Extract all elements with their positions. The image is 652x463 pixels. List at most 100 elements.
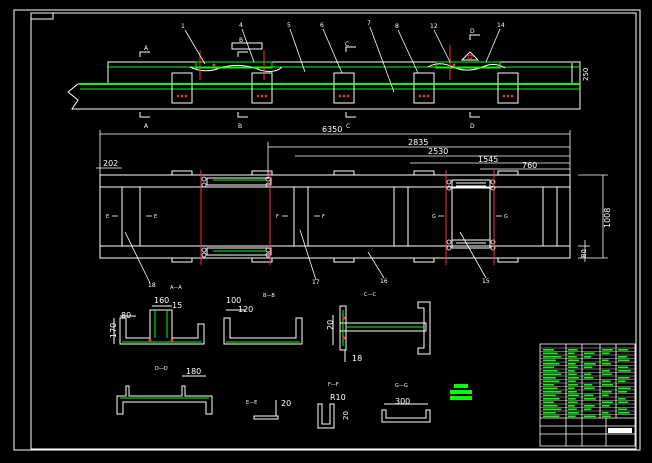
section-detail-e-e (253, 400, 279, 420)
title-entry (618, 401, 629, 404)
section-f-right: F (322, 214, 325, 220)
leader-label-16: 16 (380, 278, 388, 285)
title-entry (543, 352, 558, 355)
title-block-rows (540, 347, 635, 415)
title-entry (584, 387, 595, 390)
title-entry (568, 377, 579, 379)
section-f-left: F (276, 214, 279, 220)
leader-label-17: 17 (312, 279, 320, 286)
leader-label-6: 6 (320, 22, 324, 29)
dim-1008: 1008 (603, 208, 612, 228)
leader-label-18: 18 (148, 282, 156, 289)
label-section-e-e: E—E (246, 400, 257, 406)
title-entry (602, 384, 613, 386)
title-entry (543, 408, 562, 411)
title-block-entries (543, 349, 631, 418)
dim-gg-300: 300 (395, 397, 410, 406)
title-entry (602, 391, 612, 393)
title-entry (568, 380, 576, 383)
title-entry (568, 415, 576, 418)
title-entry (602, 359, 609, 362)
sheet-corner-tab (30, 12, 54, 20)
dim-ff-r10: R10 (330, 393, 346, 402)
title-entry (568, 405, 575, 407)
label-section-b-b: B—B (263, 293, 275, 299)
title-entry (568, 398, 576, 400)
title-entry (543, 366, 554, 369)
title-entry (602, 412, 609, 414)
section-detail-d-d (116, 375, 213, 415)
title-entry (584, 377, 594, 379)
title-entry (618, 370, 631, 372)
section-detail-f-f (317, 403, 335, 429)
dim-aa-170: 170 (109, 323, 118, 338)
dim-1545: 1545 (478, 155, 498, 164)
title-entry (543, 401, 554, 404)
title-entry (568, 366, 578, 369)
title-entry (568, 356, 577, 358)
section-a-top: A (144, 45, 149, 52)
dim-ee-20: 20 (281, 399, 291, 408)
title-entry (568, 384, 578, 386)
title-entry (618, 387, 631, 390)
weld-symbol (450, 384, 472, 400)
title-entry (584, 394, 594, 397)
title-entry (543, 356, 562, 358)
title-entry (602, 349, 613, 351)
leader-label-12: 12 (430, 23, 438, 30)
title-entry (602, 363, 611, 365)
title-entry (568, 352, 575, 355)
section-d-bottom: D (470, 123, 475, 130)
title-entry (584, 366, 593, 369)
plan-view (99, 170, 571, 263)
title-entry (568, 412, 579, 414)
leader-lines-plan (124, 229, 487, 284)
title-entry (584, 384, 593, 386)
section-detail-b-b (223, 309, 303, 345)
dim-cc-18: 18 (352, 354, 362, 363)
title-entry (543, 391, 562, 393)
leader-label-5: 5 (287, 22, 291, 29)
dim-2835: 2835 (408, 138, 428, 147)
label-section-c-c: C—C (364, 292, 376, 298)
dim-760: 760 (522, 161, 537, 170)
dim-cc-20: 20 (326, 320, 335, 330)
title-entry (602, 394, 609, 397)
title-entry (584, 408, 592, 411)
title-entry (543, 415, 560, 418)
section-b-bottom: B (238, 123, 242, 130)
title-entry (602, 352, 610, 355)
label-section-f-f: F—F (328, 382, 339, 388)
title-entry (568, 387, 575, 390)
title-entry (584, 363, 596, 365)
section-detail-g-g (381, 403, 431, 423)
title-entry (584, 398, 596, 400)
title-entry (602, 415, 611, 418)
section-detail-a-a (113, 305, 205, 345)
title-entry (543, 373, 562, 376)
leader-label-7: 7 (367, 20, 371, 27)
leader-label-8: 8 (395, 23, 399, 30)
leader-label-15: 15 (482, 278, 490, 285)
title-entry (543, 377, 556, 379)
title-entry (584, 415, 596, 418)
leader-label-14: 14 (497, 22, 505, 29)
dim-202: 202 (103, 159, 118, 168)
title-entry (543, 363, 560, 365)
title-entry (618, 380, 626, 383)
section-detail-c-c (332, 301, 431, 362)
dim-aa-160: 160 (154, 296, 169, 305)
section-b-top: B (239, 37, 243, 44)
title-entry (543, 405, 558, 407)
title-entry (568, 408, 577, 411)
title-entry (568, 391, 577, 393)
title-entry (543, 359, 556, 362)
title-entry (602, 405, 610, 407)
section-e-left: E (106, 214, 109, 220)
title-entry (618, 356, 627, 358)
title-entry (602, 380, 611, 383)
title-entry (543, 384, 554, 386)
dim-80: 80 (580, 249, 588, 258)
